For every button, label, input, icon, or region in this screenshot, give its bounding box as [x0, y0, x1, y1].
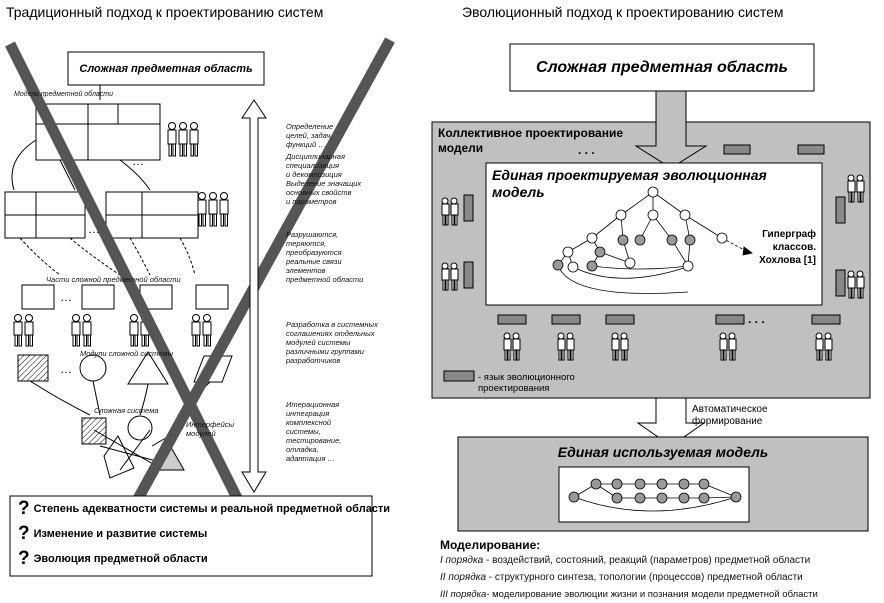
language-label: - язык эволюционного проектирования — [478, 372, 575, 394]
small-label-modules: Модули сложной системы — [80, 349, 173, 358]
question-3: ? Эволюция предметной области — [18, 548, 208, 569]
right-domain-box — [509, 43, 815, 92]
hypergraph — [552, 186, 753, 294]
hypergraph-label: Гиперграф классов. Хохлова [1] — [759, 229, 816, 266]
modeling-line-3: III порядка- моделирование эволюции жизн… — [440, 589, 818, 600]
question-1: ? Степень адекватности системы и реально… — [18, 498, 391, 519]
ellipsis-1: … — [132, 154, 144, 168]
modeling-title: Моделирование: — [440, 538, 541, 552]
left-module-shapes — [17, 351, 233, 479]
down-arrow-2 — [636, 397, 706, 447]
collective-label: Коллективное проектирование модели — [438, 126, 624, 155]
left-model-tables — [4, 103, 199, 239]
ellipsis-2: … — [88, 222, 100, 236]
vertical-arrow — [241, 99, 267, 493]
model-box — [485, 162, 823, 306]
used-model-graph-box — [558, 466, 750, 523]
small-label-system: Сложная система — [94, 406, 159, 415]
question-mark-icon: ? — [18, 523, 30, 544]
question-mark-icon: ? — [18, 498, 30, 519]
left-domain-label: Сложная предметная область — [79, 62, 253, 75]
interface-label: Интерфейсы модулей — [186, 420, 235, 438]
cross-mark — [5, 37, 395, 571]
small-label-parts: Части сложной предметной области — [46, 275, 181, 284]
ellipsis-4: … — [60, 362, 72, 376]
question-mark-icon: ? — [18, 548, 30, 569]
left-domain-box — [67, 51, 265, 86]
left-title: Традиционный подход к проектированию сис… — [6, 4, 324, 20]
ellipsis-3: … — [60, 290, 72, 304]
language-bars — [443, 144, 846, 382]
down-arrow-1 — [634, 90, 708, 169]
modeling-line-2: II порядка - структурного синтеза, топол… — [440, 572, 803, 583]
model-title: Единая проектируемая эволюционная модель — [492, 167, 767, 200]
right-domain-label: Сложная предметная область — [536, 58, 788, 76]
modeling-line-1: I порядка - воздействий, состояний, реак… — [440, 555, 811, 566]
question-2: ? Изменение и развитие системы — [18, 523, 208, 544]
people-icon-group-right — [441, 174, 865, 361]
questions-box — [9, 495, 373, 577]
left-parts-boxes — [21, 284, 229, 310]
dots-bottom: . . . — [748, 312, 765, 326]
dots-top: . . . — [578, 143, 595, 157]
small-label-model: Модель предметной области — [14, 91, 114, 98]
right-title: Эволюционный подход к проектированию сис… — [462, 4, 784, 20]
used-model-title: Единая используемая модель — [557, 444, 769, 460]
auto-label: Автоматическое формирование — [692, 404, 768, 427]
